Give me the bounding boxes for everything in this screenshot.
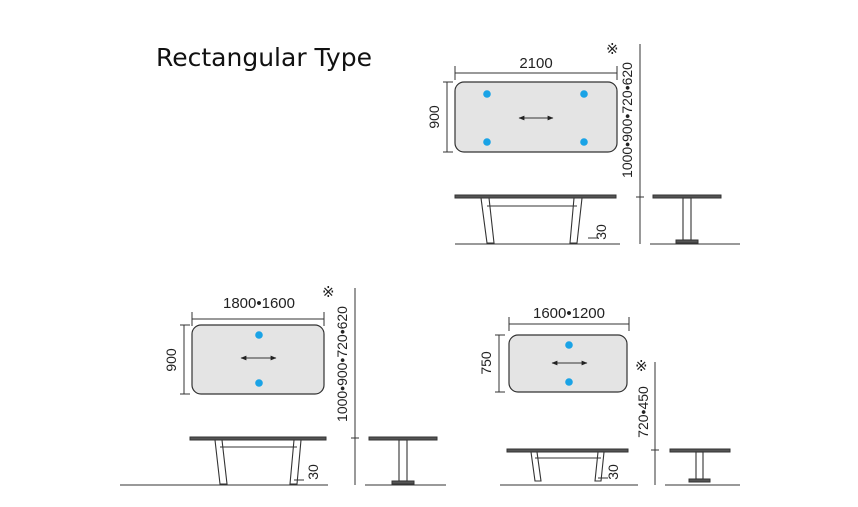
side-elevation — [365, 436, 446, 486]
width-label: 1600•1200 — [533, 305, 605, 322]
table-2100-group: 2100 900 ※ 1000•900•720•620 30 — [426, 41, 740, 245]
side-elevation — [665, 448, 740, 486]
depth-label: 900 — [163, 348, 179, 372]
note-mark: ※ — [322, 284, 335, 301]
table-1600-1200-group: 1600•1200 750 ※ 720•450 30 — [478, 305, 740, 486]
note-mark: ※ — [635, 358, 648, 375]
front-elevation: 30 — [454, 194, 620, 245]
width-label: 2100 — [519, 55, 552, 72]
width-label: 1800•1600 — [223, 295, 295, 312]
leg-position-dot — [580, 90, 588, 98]
depth-dimension: 750 — [478, 334, 505, 393]
front-elevation: 30 — [500, 448, 638, 486]
leg-position-dot — [483, 138, 491, 146]
width-dimension: 2100 — [454, 55, 618, 80]
depth-label: 750 — [478, 351, 494, 375]
leg-position-dot — [565, 378, 573, 386]
diagram-title: Rectangular Type — [156, 43, 372, 72]
leg-position-dot — [565, 341, 573, 349]
width-dimension: 1800•1600 — [191, 295, 325, 326]
leg-position-dot — [255, 331, 263, 339]
front-elevation: 30 — [120, 436, 328, 486]
width-dimension: 1600•1200 — [508, 305, 630, 331]
table-1800-1600-group: 1800•1600 900 ※ 1000•900•720•620 30 — [120, 284, 446, 486]
depth-label: 900 — [426, 105, 442, 129]
depth-dimension: 900 — [163, 324, 190, 395]
height-label: 1000•900•720•620 — [334, 306, 350, 422]
base-height-label: 30 — [305, 464, 321, 480]
height-label: 1000•900•720•620 — [619, 62, 635, 178]
height-label: 720•450 — [635, 386, 651, 438]
base-height-label: 30 — [605, 464, 621, 480]
leg-position-dot — [483, 90, 491, 98]
side-elevation — [650, 194, 740, 245]
depth-dimension: 900 — [426, 81, 453, 153]
tabletop-plan-view — [454, 81, 618, 153]
leg-position-dot — [255, 379, 263, 387]
base-height-label: 30 — [593, 224, 609, 240]
note-mark: ※ — [606, 41, 619, 58]
leg-position-dot — [580, 138, 588, 146]
